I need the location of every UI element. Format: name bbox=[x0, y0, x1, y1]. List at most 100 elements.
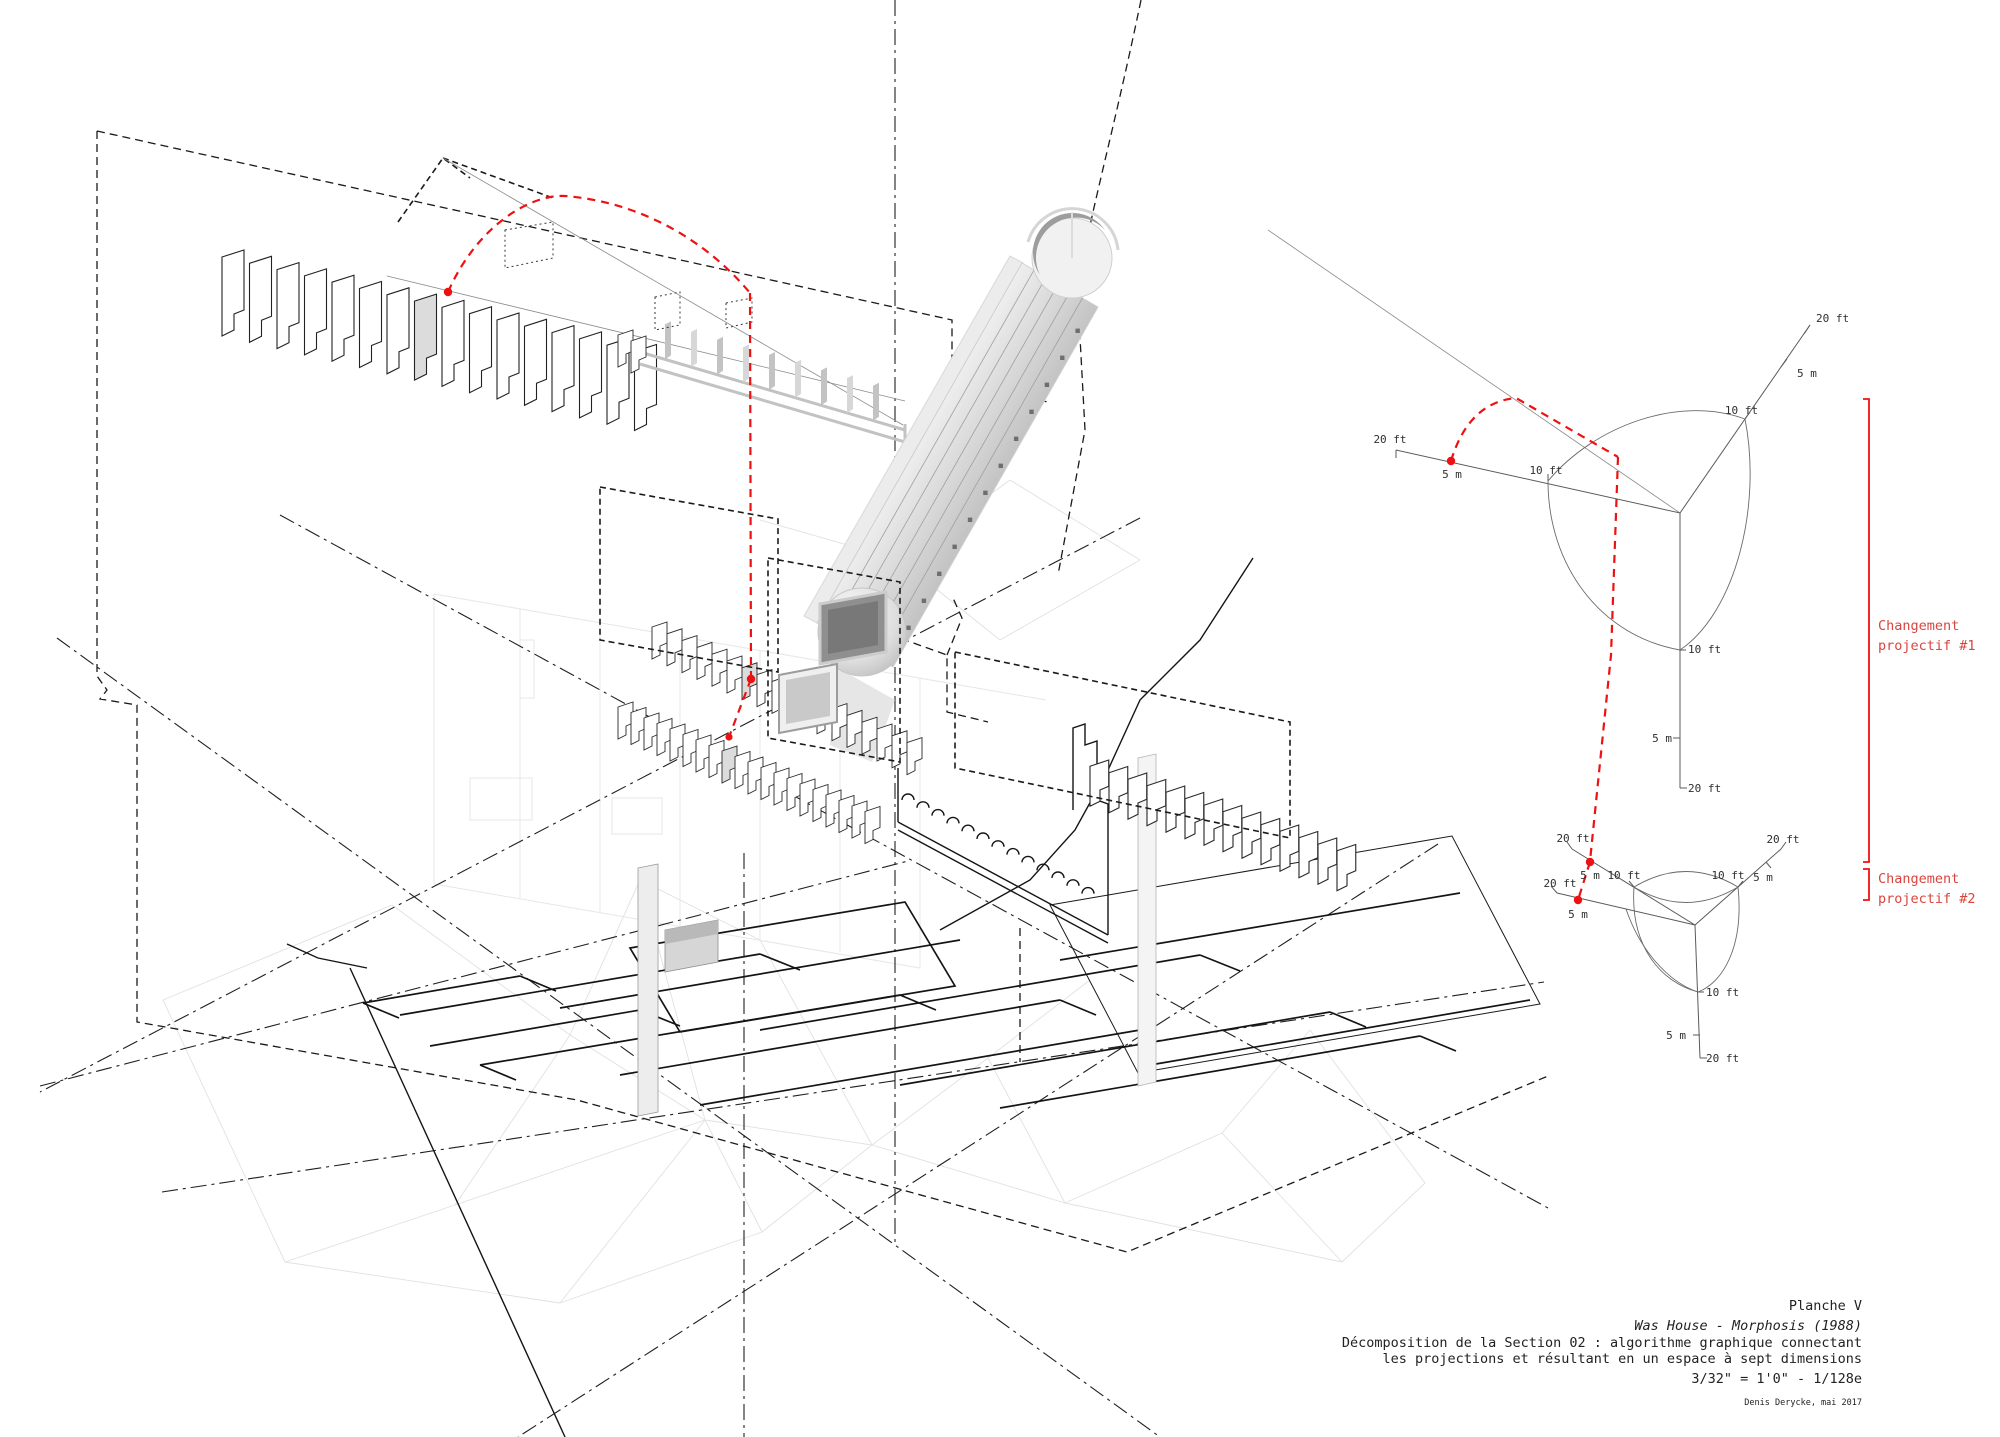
railing-arc bbox=[901, 793, 915, 801]
terrain-edge bbox=[569, 1034, 706, 1121]
projection-ray bbox=[161, 981, 1545, 1193]
author-credit: Denis Derycke, mai 2017 bbox=[1744, 1398, 1862, 1408]
red-point bbox=[443, 287, 453, 297]
terrain-edge bbox=[1064, 1132, 1223, 1204]
terrain-edge bbox=[284, 1261, 561, 1304]
railing-arc bbox=[1006, 847, 1020, 855]
section-panel bbox=[1108, 765, 1129, 814]
section-guideline bbox=[442, 157, 904, 426]
section-panel bbox=[248, 255, 273, 343]
bracket-changement-1 bbox=[1863, 398, 1870, 863]
terrain-edge bbox=[569, 879, 641, 1036]
axis-tick-label: 5 m bbox=[1797, 367, 1817, 380]
plate-number: Planche V bbox=[1789, 1298, 1862, 1314]
projection-diagram-1 bbox=[1395, 324, 1811, 862]
railing-arc bbox=[976, 832, 990, 840]
beam-fin bbox=[743, 344, 749, 383]
red-point bbox=[746, 674, 756, 684]
terrain-edge bbox=[559, 1231, 763, 1304]
railing-arc bbox=[1021, 855, 1035, 863]
railing-arc bbox=[1036, 863, 1050, 871]
section-panel bbox=[726, 655, 743, 694]
beam-fins bbox=[617, 321, 879, 421]
beam-fin bbox=[847, 375, 853, 414]
description-line-2: les projections et résultant en un espac… bbox=[1382, 1351, 1862, 1367]
plan-wall bbox=[1059, 999, 1097, 1016]
section-panel bbox=[413, 293, 438, 381]
projection-ray bbox=[39, 517, 1141, 1093]
projection-box bbox=[767, 557, 901, 763]
axis-tick-label: 20 ft bbox=[1706, 1052, 1739, 1065]
ghost-room bbox=[469, 777, 533, 821]
spine-deck-line bbox=[828, 269, 1035, 631]
section-panel bbox=[651, 621, 668, 660]
axis-tick-label: 20 ft bbox=[1373, 433, 1406, 446]
terrain-edge bbox=[454, 1034, 571, 1206]
terrain-edge bbox=[1341, 1182, 1426, 1263]
section-panel bbox=[441, 299, 465, 387]
axis-tick-label: 5 m bbox=[1652, 732, 1672, 745]
description-line-1: Décomposition de la Section 02 : algorit… bbox=[1342, 1335, 1862, 1351]
section-panel-row-right bbox=[1089, 759, 1357, 892]
cut-plane-markers bbox=[637, 753, 1157, 1117]
axis-tick-label: 5 m bbox=[1442, 468, 1462, 481]
plan-wall bbox=[479, 994, 901, 1066]
plan-wall bbox=[1149, 999, 1531, 1066]
screen-face bbox=[786, 672, 830, 724]
section-panel bbox=[468, 306, 493, 394]
spine-upper-wall bbox=[803, 255, 1024, 624]
terrain-edge bbox=[1221, 1029, 1311, 1134]
vertical-cut-blade bbox=[1137, 753, 1157, 1087]
axis-tripod bbox=[1395, 324, 1811, 788]
terrain-edge bbox=[162, 904, 393, 1001]
plan-wall bbox=[559, 939, 961, 1009]
terrain-edge bbox=[1309, 1029, 1426, 1184]
projection-arc bbox=[1633, 886, 1699, 993]
red-point-5m bbox=[1573, 895, 1583, 905]
ghost-line bbox=[433, 593, 1047, 701]
dotted-panel bbox=[504, 221, 554, 269]
changement-projectif-2-label: Changement bbox=[1878, 871, 1959, 887]
framed-screen bbox=[778, 662, 838, 735]
section-panel-row-top bbox=[221, 249, 658, 432]
plan-wall bbox=[1059, 892, 1461, 961]
screen-inner bbox=[828, 601, 878, 654]
section-panel bbox=[276, 262, 300, 350]
beam-fin bbox=[717, 336, 723, 375]
changement-projectif-1-label: Changement bbox=[1878, 618, 1959, 634]
railing-arc bbox=[1081, 886, 1095, 894]
section-panel bbox=[876, 723, 893, 762]
terrain-hook-line bbox=[286, 943, 368, 969]
red-projection-path bbox=[1449, 396, 1620, 862]
changement-projectif-1-label: projectif #1 bbox=[1878, 638, 1976, 654]
section-panel bbox=[1317, 837, 1338, 885]
red-point-5m bbox=[1585, 857, 1595, 867]
axis-tick-label: 20 ft bbox=[1816, 312, 1849, 325]
spine-bracket bbox=[1075, 328, 1080, 334]
section-wall-profile bbox=[897, 768, 1109, 944]
axis-tick-label: 20 ft bbox=[1556, 832, 1589, 845]
plan-wall bbox=[1199, 954, 1241, 972]
section-panel bbox=[696, 641, 713, 680]
section-cut-profiles bbox=[897, 723, 1109, 944]
plan-wall bbox=[699, 1029, 1141, 1106]
projection-arc bbox=[1679, 418, 1751, 651]
plan-wall bbox=[362, 975, 521, 1004]
vertical-cut-blade bbox=[637, 863, 659, 1117]
projection-arc bbox=[1633, 871, 1739, 888]
plan-wall bbox=[362, 1002, 400, 1019]
terrain-edge bbox=[759, 939, 873, 1146]
ghost-chimney bbox=[519, 639, 535, 699]
plan-wall bbox=[759, 954, 1201, 1031]
projection-rays bbox=[39, 0, 1549, 1437]
terrain-edge bbox=[1064, 1202, 1343, 1263]
spine-bracket bbox=[1044, 382, 1050, 388]
section-panel bbox=[1260, 817, 1281, 866]
projection-arc bbox=[1633, 886, 1739, 903]
railing-arc bbox=[931, 808, 945, 816]
axis-tick-label: 10 ft bbox=[1688, 643, 1721, 656]
section-panel bbox=[358, 280, 383, 369]
roof-peak-dashed bbox=[397, 156, 554, 223]
